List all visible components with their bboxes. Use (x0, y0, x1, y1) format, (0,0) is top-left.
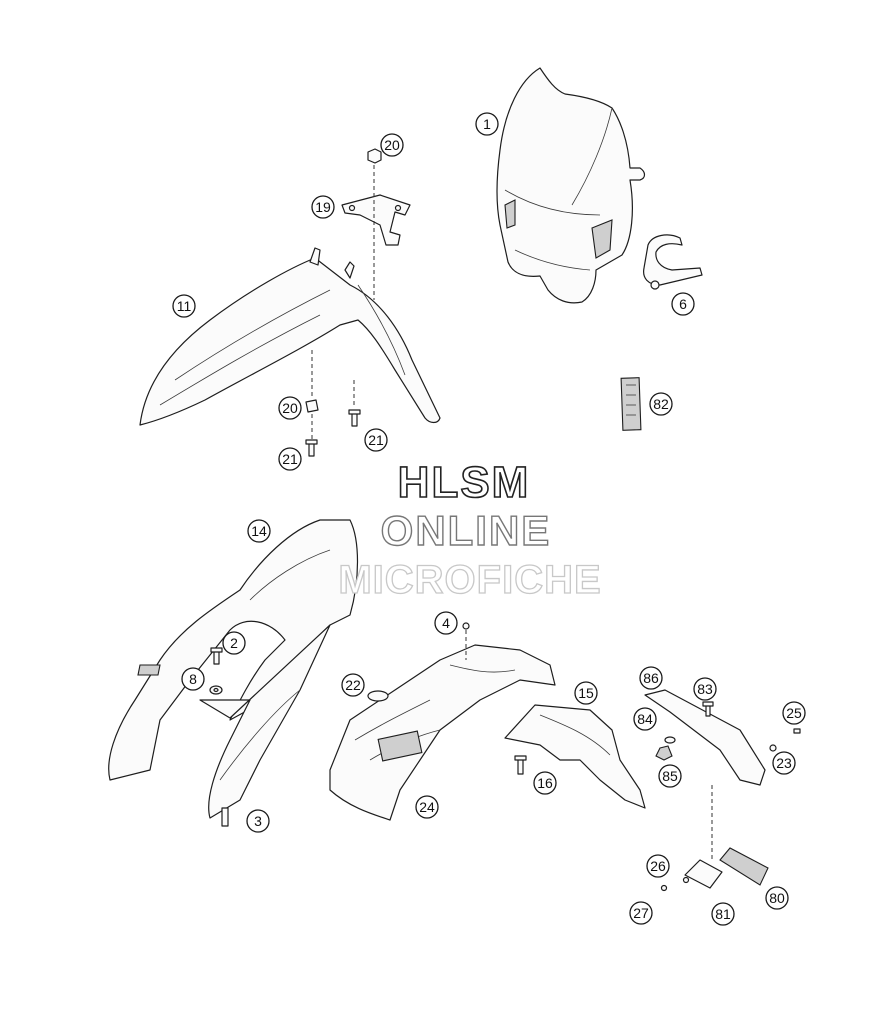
callout-23: 23 (772, 751, 796, 775)
reflector-part (620, 377, 642, 431)
callout-label: 23 (776, 755, 792, 771)
callout-label: 3 (254, 813, 262, 829)
callout-19: 19 (311, 195, 335, 219)
callout-label: 2 (230, 635, 238, 651)
side-panel-fasteners (209, 647, 229, 827)
callout-15: 15 (574, 681, 598, 705)
callout-26: 26 (646, 854, 670, 878)
callout-label: 26 (650, 858, 666, 874)
callout-3: 3 (246, 809, 270, 833)
callout-82: 82 (649, 392, 673, 416)
license-bracket-part (644, 689, 801, 860)
callout-22: 22 (341, 673, 365, 697)
callout-label: 20 (282, 400, 298, 416)
callout-86: 86 (639, 666, 663, 690)
callout-label: 85 (662, 768, 678, 784)
callout-27: 27 (629, 901, 653, 925)
callout-2: 2 (222, 631, 246, 655)
callout-85: 85 (658, 764, 682, 788)
callout-25: 25 (782, 701, 806, 725)
callout-1: 1 (475, 112, 499, 136)
watermark-line-2: ONLINE (381, 507, 552, 554)
callout-label: 80 (769, 890, 785, 906)
rear-fender-part (329, 622, 556, 821)
nut-20-top (367, 148, 382, 300)
callout-label: 11 (177, 298, 192, 314)
callout-21-left: 21 (278, 447, 302, 471)
callout-label: 21 (282, 451, 298, 467)
callout-label: 15 (578, 685, 594, 701)
fender-fasteners (305, 350, 361, 457)
callout-label: 6 (679, 296, 687, 312)
headlight-clamp-part (643, 234, 703, 290)
watermark-line-3: MICROFICHE (338, 558, 601, 602)
callout-84: 84 (633, 707, 657, 731)
callout-81: 81 (711, 902, 735, 926)
callout-label: 83 (697, 681, 713, 697)
callout-label: 86 (643, 670, 659, 686)
callout-20-top: 20 (380, 133, 404, 157)
callout-11: 11 (172, 294, 196, 318)
callout-8: 8 (181, 667, 205, 691)
callout-label: 4 (442, 615, 450, 631)
callout-24: 24 (415, 795, 439, 819)
callout-label: 16 (537, 775, 553, 791)
watermark: HLSM ONLINE MICROFICHE (338, 457, 602, 602)
callout-21-right: 21 (364, 428, 388, 452)
callout-label: 81 (715, 906, 731, 922)
callout-4: 4 (434, 611, 458, 635)
fender-bracket-part (341, 194, 411, 246)
callout-label: 19 (315, 199, 331, 215)
callout-label: 8 (189, 671, 197, 687)
license-light-part (660, 847, 769, 892)
watermark-line-1: HLSM (398, 458, 531, 507)
callout-label: 25 (786, 705, 802, 721)
front-fender-part (139, 247, 441, 426)
callout-label: 1 (483, 116, 491, 132)
callout-14: 14 (247, 519, 271, 543)
callout-label: 24 (419, 799, 435, 815)
callout-label: 27 (633, 905, 649, 921)
callout-20-bottom: 20 (278, 396, 302, 420)
callout-80: 80 (765, 886, 789, 910)
callout-label: 14 (251, 523, 267, 539)
callout-label: 21 (368, 432, 384, 448)
callout-83: 83 (693, 677, 717, 701)
callout-label: 82 (653, 396, 669, 412)
callout-label: 20 (384, 137, 400, 153)
callout-label: 22 (345, 677, 361, 693)
callout-6: 6 (671, 292, 695, 316)
side-panel-part (108, 519, 359, 819)
headlight-mask-part (496, 67, 646, 304)
plate-holder-part (504, 704, 646, 809)
callout-16: 16 (533, 771, 557, 795)
callout-label: 84 (637, 711, 653, 727)
